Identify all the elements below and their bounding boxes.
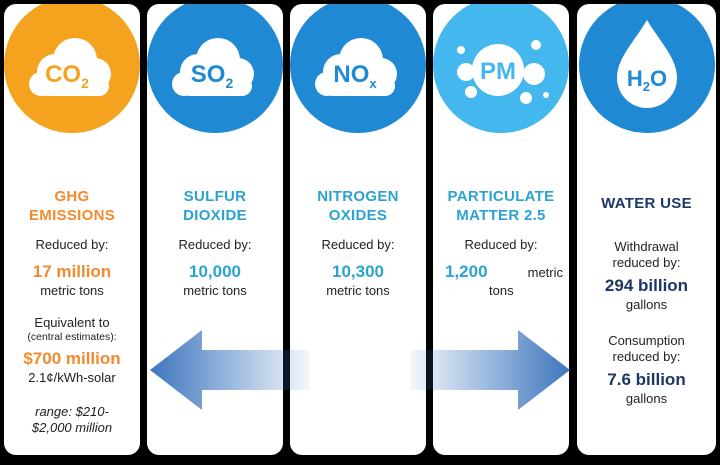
equivalent-note: (central estimates):	[27, 331, 117, 343]
svg-text:PM: PM	[480, 58, 516, 85]
equivalent-label: Equivalent to	[34, 315, 110, 330]
reduction-unit: metric tons	[326, 283, 390, 298]
consumption-value: 7.6 billion	[607, 370, 686, 389]
card-title: GHG	[54, 188, 90, 205]
card-title-line2: MATTER 2.5	[456, 207, 546, 224]
co2-icon-wrap: CO2	[4, 4, 140, 134]
reduction-unit: metric tons	[40, 283, 104, 298]
co2-cloud-icon: CO2	[4, 4, 140, 133]
water-use-card: H2O WATER USE Withdrawal reduced by: 294…	[577, 4, 716, 455]
withdrawal-unit: gallons	[625, 297, 668, 312]
water-drop-icon: H2O	[578, 4, 715, 133]
withdrawal-label: Withdrawal	[614, 239, 679, 254]
reduction-value: 17 million	[32, 262, 112, 281]
equivalent-rate: 2.1¢/kWh-solar	[28, 370, 116, 385]
reduction-unit: metric tons	[183, 283, 247, 298]
reduced-label: Reduced by:	[178, 237, 252, 252]
particulate-bubbles-icon: PM	[433, 4, 569, 133]
so2-cloud-icon: SO2	[147, 4, 283, 133]
svg-text:CO2: CO2	[45, 61, 89, 91]
reduction-value: 10,300	[332, 262, 384, 281]
particulate-matter-card: PM PARTICULATE MATTER 2.5 Reduced by: 1,…	[433, 4, 569, 455]
reduced-label: Reduced by:	[35, 237, 109, 252]
card-title-line2: OXIDES	[328, 207, 388, 224]
range-line1: range: $210-	[35, 404, 109, 419]
reduction-unit-part1: metric	[527, 265, 563, 280]
reduction-value: 10,000	[189, 262, 241, 281]
card-title: NITROGEN	[317, 188, 399, 205]
card-title-line2: EMISSIONS	[28, 207, 116, 224]
nox-cloud-icon: NOx	[290, 4, 426, 133]
reduced-label: Reduced by:	[321, 237, 395, 252]
card-title: WATER USE	[601, 195, 692, 212]
sulfur-dioxide-card: SO2 SULFUR DIOXIDE Reduced by: 10,000 me…	[147, 4, 283, 455]
ghg-emissions-card: CO2 GHG EMISSIONS Reduced by: 17 million…	[4, 4, 140, 455]
card-title-line2: DIOXIDE	[183, 207, 247, 224]
card-title: SULFUR	[183, 188, 247, 205]
consumption-label: Consumption	[608, 333, 685, 348]
nitrogen-oxides-card: NOx NITROGEN OXIDES Reduced by: 10,300 m…	[290, 4, 426, 455]
svg-text:SO2: SO2	[191, 61, 234, 91]
svg-text:H2O: H2O	[626, 66, 666, 94]
reduced-label: Reduced by:	[464, 237, 538, 252]
range-line2: $2,000 million	[31, 420, 113, 435]
consumption-unit: gallons	[625, 391, 668, 406]
consumption-label-line2: reduced by:	[612, 349, 681, 364]
reduction-unit-part2: tons	[489, 283, 514, 298]
withdrawal-value: 294 billion	[604, 276, 689, 295]
withdrawal-label-line2: reduced by:	[612, 255, 681, 270]
card-title: PARTICULATE	[447, 188, 555, 205]
equivalent-value: $700 million	[23, 349, 121, 368]
reduction-value: 1,200	[445, 262, 488, 281]
svg-text:NOx: NOx	[333, 61, 377, 91]
